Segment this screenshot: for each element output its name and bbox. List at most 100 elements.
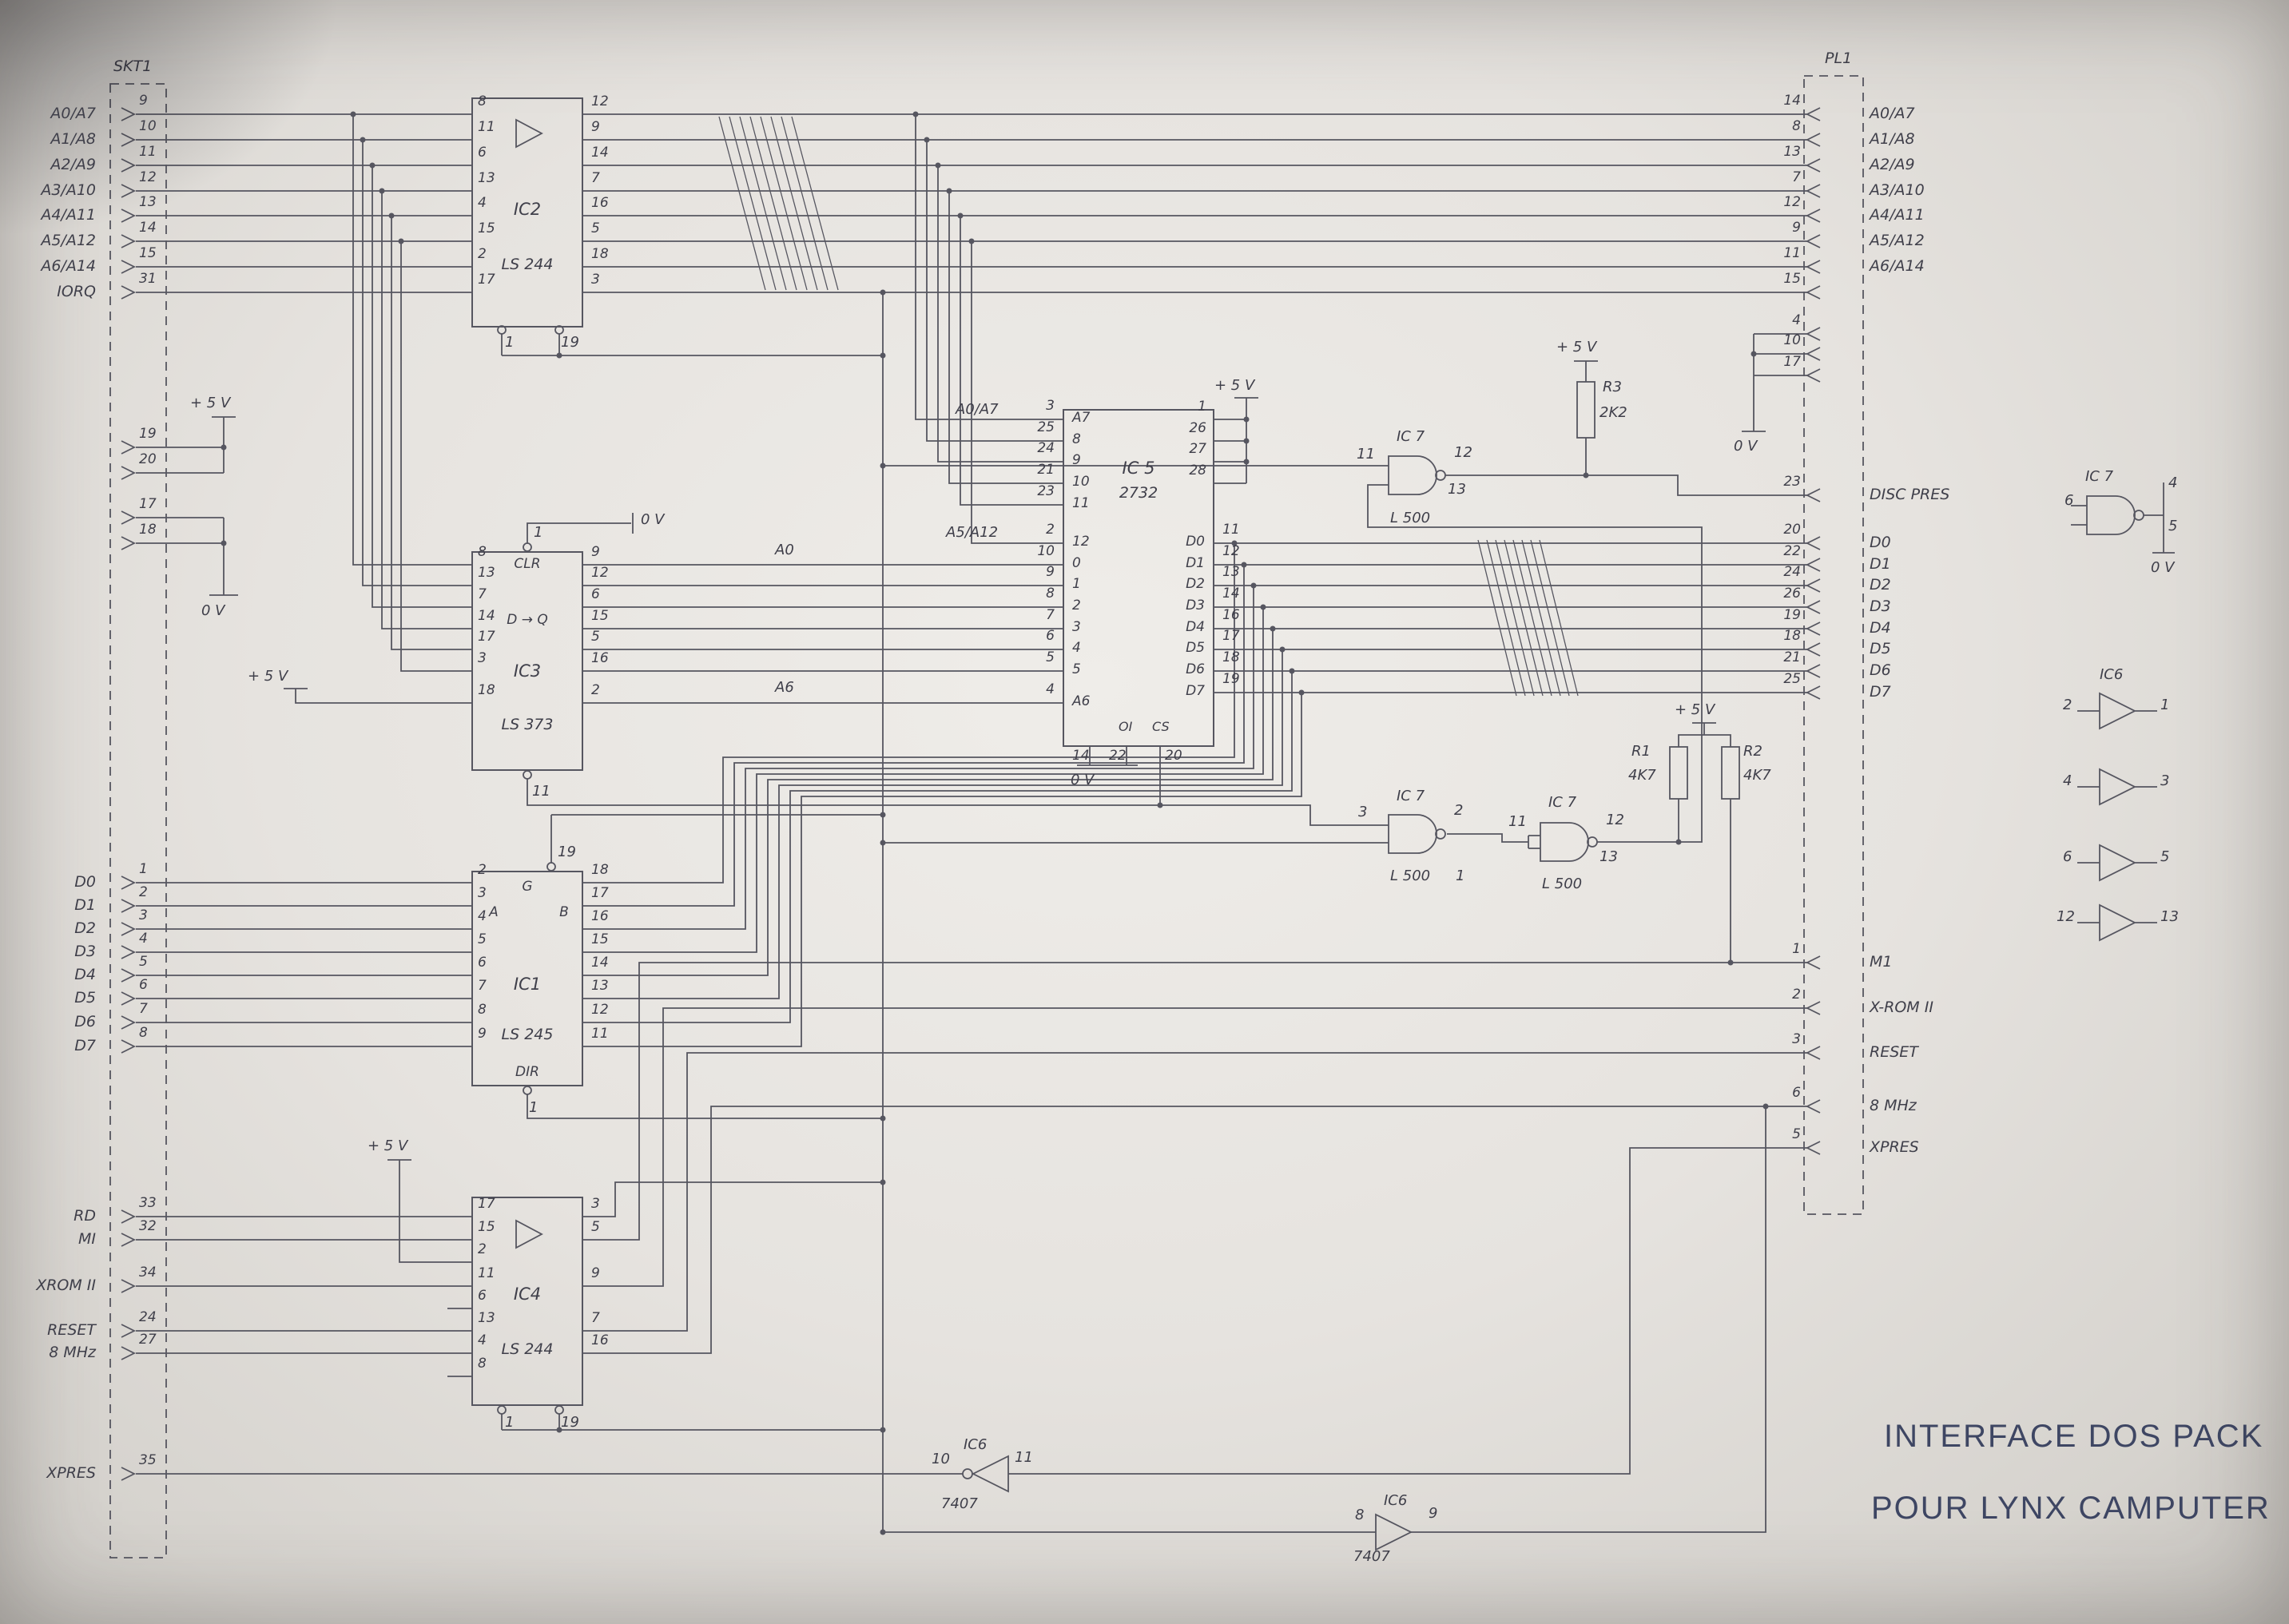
connector-pin-icon xyxy=(121,1233,137,1247)
ic3-pin-5: 5 xyxy=(591,629,600,645)
ic7-spare-pin: 5 xyxy=(2168,518,2178,534)
connector-pin-icon xyxy=(1805,1046,1821,1060)
connector-pin-icon xyxy=(121,234,137,248)
ic3-pin-3: 3 xyxy=(478,650,487,666)
ic5-addr-9: 9 xyxy=(1072,452,1081,468)
pl1-pin-number: 14 xyxy=(1783,93,1801,109)
buffer-gate-icon xyxy=(2077,844,2157,882)
plus5v-label: + 5 V xyxy=(190,395,231,411)
ic7-gate1-pin: 13 xyxy=(1448,481,1466,498)
buffer-gate-icon xyxy=(2077,903,2157,942)
connector-pin-icon xyxy=(1805,578,1821,593)
connector-pin-icon xyxy=(121,1346,137,1360)
pl1-pin-number: 3 xyxy=(1792,1031,1801,1047)
ic7-gate3-pin: 13 xyxy=(1600,848,1618,865)
ic5-pin-7: 7 xyxy=(1046,607,1055,623)
ic7-gate1-type: L 500 xyxy=(1390,510,1431,526)
skt1-signal-label: RD xyxy=(74,1207,96,1225)
pl1-signal-label: D5 xyxy=(1870,640,1891,657)
ic7-gate1-pin: 12 xyxy=(1454,444,1472,461)
pl1-signal-label: D6 xyxy=(1870,661,1891,679)
connector-pin-icon xyxy=(121,1209,137,1224)
ic1-pin-18: 18 xyxy=(591,862,609,878)
ic2-pin-12: 12 xyxy=(591,93,609,109)
ic3-pin-6: 6 xyxy=(591,586,600,602)
ic5-addr-10: 10 xyxy=(1072,474,1090,490)
ic7-gate2-type: L 500 xyxy=(1390,868,1431,884)
ic6-buffer2-pin: 8 xyxy=(1355,1507,1365,1523)
skt1-pin-number: 11 xyxy=(139,144,157,160)
ic3-dq-label: D → Q xyxy=(507,612,548,628)
ic1-pin-9: 9 xyxy=(478,1026,487,1042)
connector-pin-icon xyxy=(121,991,137,1006)
pl1-signal-label: A2/A9 xyxy=(1870,156,1915,173)
plus5v-label: + 5 V xyxy=(248,668,288,685)
connector-pin-icon xyxy=(1805,1001,1821,1015)
connector-pin-icon xyxy=(1805,285,1821,300)
connector-pin-icon xyxy=(1805,234,1821,248)
ic2-pin-3: 3 xyxy=(591,272,600,288)
ic5-pin-2: 2 xyxy=(1046,522,1055,538)
pl1-pin-number: 12 xyxy=(1783,194,1801,210)
pl1-pin-number: 8 xyxy=(1792,118,1801,134)
pl1-signal-label: D1 xyxy=(1870,555,1891,573)
ic2-name: IC2 xyxy=(513,200,542,219)
ic2-pin-9: 9 xyxy=(591,119,600,135)
skt1-pin-number: 20 xyxy=(139,451,157,467)
ic6-pin: 6 xyxy=(2063,848,2072,865)
gnd-label: 0 V xyxy=(201,602,225,619)
ic5-pin-14: 14 xyxy=(1072,748,1090,764)
ic5-data-D4: D4 xyxy=(1186,619,1205,635)
ic2-pin-16: 16 xyxy=(591,195,609,211)
connector-pin-icon xyxy=(121,922,137,936)
ic6-pin: 13 xyxy=(2160,908,2179,925)
pl1-pin-number: 25 xyxy=(1783,671,1801,687)
connector-pin-icon xyxy=(1805,621,1821,636)
ic3-pin-12: 12 xyxy=(591,565,609,581)
connector-pin-icon xyxy=(121,1279,137,1293)
skt1-signal-label: D0 xyxy=(74,873,96,891)
ic2-box: IC2 LS 244 xyxy=(471,97,583,328)
ic5-pin-26: 26 xyxy=(1189,420,1206,436)
ic1-pin-12: 12 xyxy=(591,1002,609,1018)
resistor-r3-value: 2K2 xyxy=(1600,404,1627,421)
connector-pin-icon xyxy=(121,510,137,525)
ic7-gate2-pin: 1 xyxy=(1456,868,1465,884)
skt1-signal-label: RESET xyxy=(47,1321,96,1339)
skt1-pin-number: 34 xyxy=(139,1265,157,1281)
ic1-pin-11: 11 xyxy=(591,1026,609,1042)
ic6-pin: 1 xyxy=(2160,697,2170,713)
ic3-pin-9: 9 xyxy=(591,544,600,560)
ic2-pin-7: 7 xyxy=(591,170,600,186)
ic5-pin-19: 19 xyxy=(1222,671,1240,687)
ic3-type: LS 373 xyxy=(501,716,554,733)
ic2-pin-11: 11 xyxy=(478,119,495,135)
ic3-pin-14: 14 xyxy=(478,608,495,624)
wires-xpres-net xyxy=(136,1147,1807,1475)
pl1-pin-number: 20 xyxy=(1783,522,1801,538)
ic3-pin-18: 18 xyxy=(478,682,495,698)
connector-pin-icon xyxy=(121,107,137,121)
ic5-pin-10: 10 xyxy=(1037,543,1055,559)
skt1-pin-number: 18 xyxy=(139,522,157,538)
skt1-pin-number: 6 xyxy=(139,977,148,993)
ic4-pin-13: 13 xyxy=(478,1310,495,1326)
ic5-pin-28: 28 xyxy=(1189,463,1206,478)
ic5-data-D1: D1 xyxy=(1186,555,1205,571)
connector-pin-icon xyxy=(1805,536,1821,550)
pl1-pin-number: 13 xyxy=(1783,144,1801,160)
ic5-pin-17: 17 xyxy=(1222,628,1240,644)
skt1-signal-label: A3/A10 xyxy=(41,181,96,199)
ic5-oi-label: OI xyxy=(1119,719,1133,734)
ic4-pin-4: 4 xyxy=(478,1332,487,1348)
resistor-r3-icon xyxy=(1576,381,1596,439)
buffer-gate-icon xyxy=(2077,692,2157,730)
ic5-pin-5: 5 xyxy=(1046,649,1055,665)
wires-ic5-ground xyxy=(1077,747,1161,805)
ic2-pin-2: 2 xyxy=(478,246,487,262)
ic1-pin-6: 6 xyxy=(478,955,487,971)
pl1-pin-number: 7 xyxy=(1792,169,1801,185)
pl1-signal-label: A1/A8 xyxy=(1870,130,1915,148)
